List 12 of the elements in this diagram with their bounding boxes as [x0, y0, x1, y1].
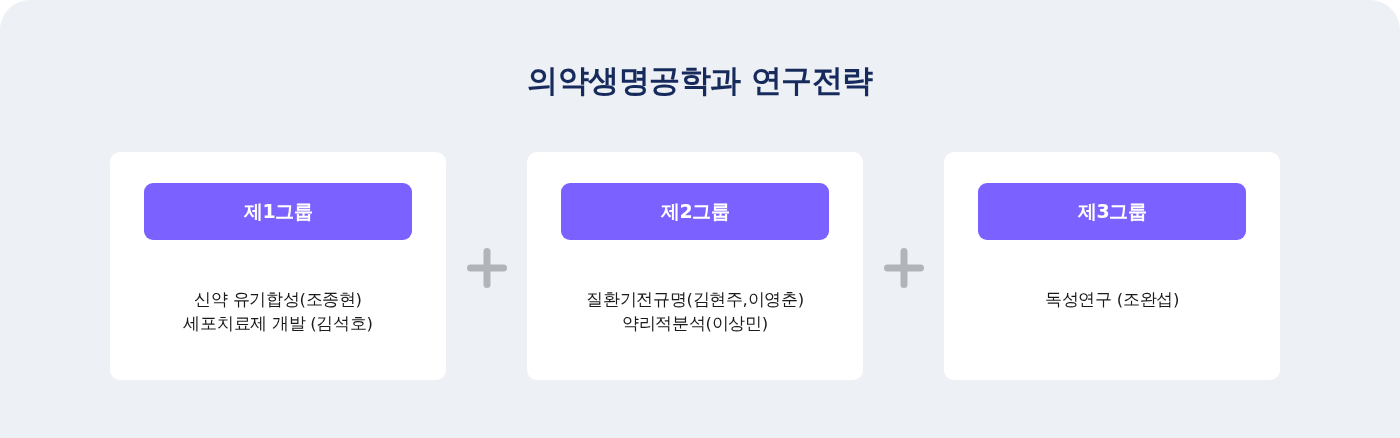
group-header: 제2그룹 [561, 183, 829, 240]
research-topic: 세포치료제 개발 (김석호) [183, 313, 373, 335]
research-topic: 독성연구 (조완섭) [1044, 289, 1180, 311]
group-card [527, 152, 863, 380]
group-header: 제3그룹 [978, 183, 1246, 240]
group-card [110, 152, 446, 380]
research-topic: 신약 유기합성(조종현) [194, 289, 362, 311]
group-header: 제1그룹 [144, 183, 412, 240]
research-topic: 약리적분석(이상민) [622, 313, 768, 335]
research-topic: 질환기전규명(김현주,이영춘) [586, 289, 804, 311]
diagram-title: 의약생명공학과 연구전략 [526, 61, 874, 100]
group-card [944, 152, 1280, 380]
